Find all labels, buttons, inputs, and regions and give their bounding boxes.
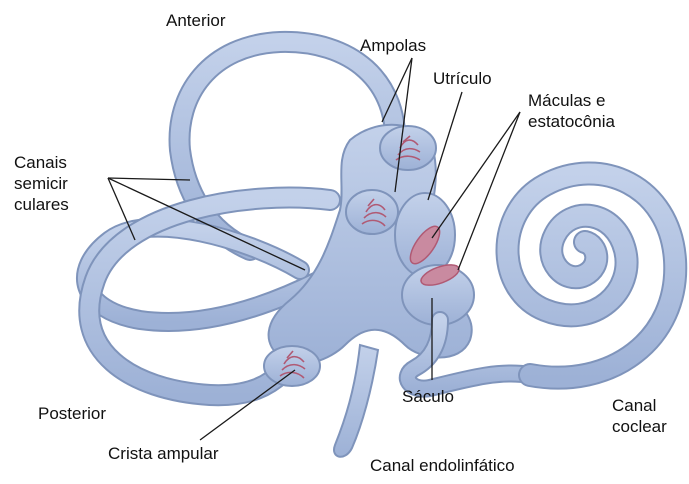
label-crista: Crista ampular [108,443,219,465]
label-canais: Canais semicir culares [14,152,99,215]
label-canal-coclear: Canal coclear [612,395,682,437]
label-ampolas: Ampolas [360,35,426,57]
label-saculo: Sáculo [402,386,454,408]
label-canal-endolinfatico: Canal endolinfático [370,455,515,477]
ampulla-lateral [346,190,398,234]
label-maculas: Máculas e estatocônia [528,90,658,132]
label-posterior: Posterior [38,403,106,425]
endolymphatic-duct [334,345,378,457]
label-utriculo: Utrículo [433,68,492,90]
label-anterior: Anterior [166,10,226,32]
